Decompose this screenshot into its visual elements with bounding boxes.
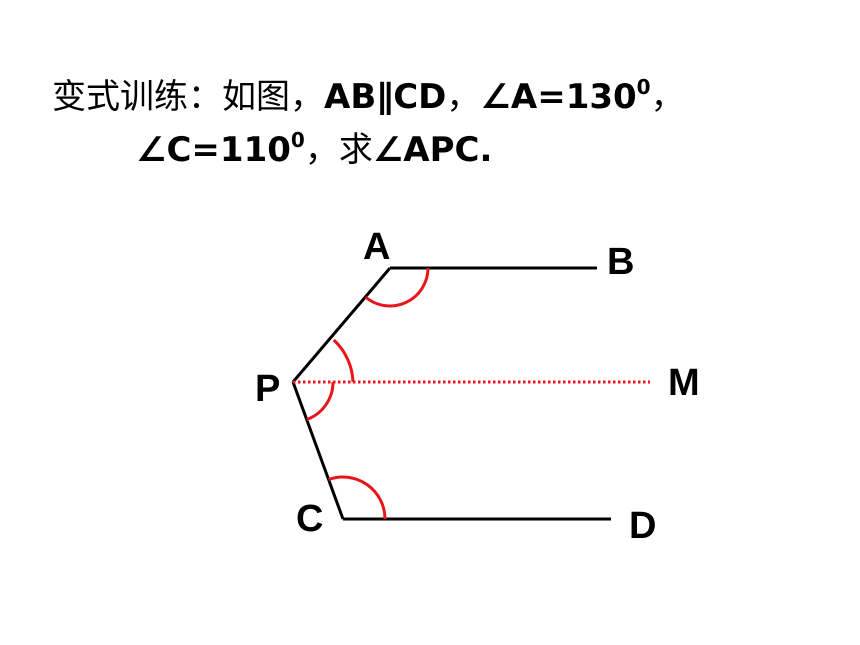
given-parallel: AB∥CD xyxy=(324,77,447,117)
angle-arc-p-upper xyxy=(332,338,355,383)
target-angle: ∠APC. xyxy=(372,130,493,170)
label-a: A xyxy=(363,226,390,268)
label-m: M xyxy=(668,362,700,404)
angle-arc-c xyxy=(328,475,387,520)
segment-pc xyxy=(291,381,345,520)
angle-a-degree: 0 xyxy=(636,75,651,99)
problem-line-1: 变式训练：如图，AB∥CD，∠A=1300， xyxy=(52,77,685,117)
label-d: D xyxy=(629,505,656,547)
label-b: B xyxy=(607,241,634,283)
angle-c-degree: 0 xyxy=(290,128,305,152)
segment-ap xyxy=(291,267,392,383)
problem-line-2: ∠C=1100，求∠APC. xyxy=(136,130,493,170)
angle-a-given: ∠A=130 xyxy=(480,77,637,117)
label-c: C xyxy=(296,498,323,540)
separator: ， xyxy=(446,77,481,117)
angle-arc-a xyxy=(364,267,430,308)
problem-prefix: 变式训练：如图， xyxy=(52,77,324,117)
label-p: P xyxy=(255,368,280,410)
separator: ， xyxy=(650,77,685,117)
separator: ， xyxy=(304,130,339,170)
ask-word: 求 xyxy=(338,130,373,170)
angle-arc-p-lower xyxy=(306,381,335,422)
angle-c-given: ∠C=110 xyxy=(136,130,291,170)
